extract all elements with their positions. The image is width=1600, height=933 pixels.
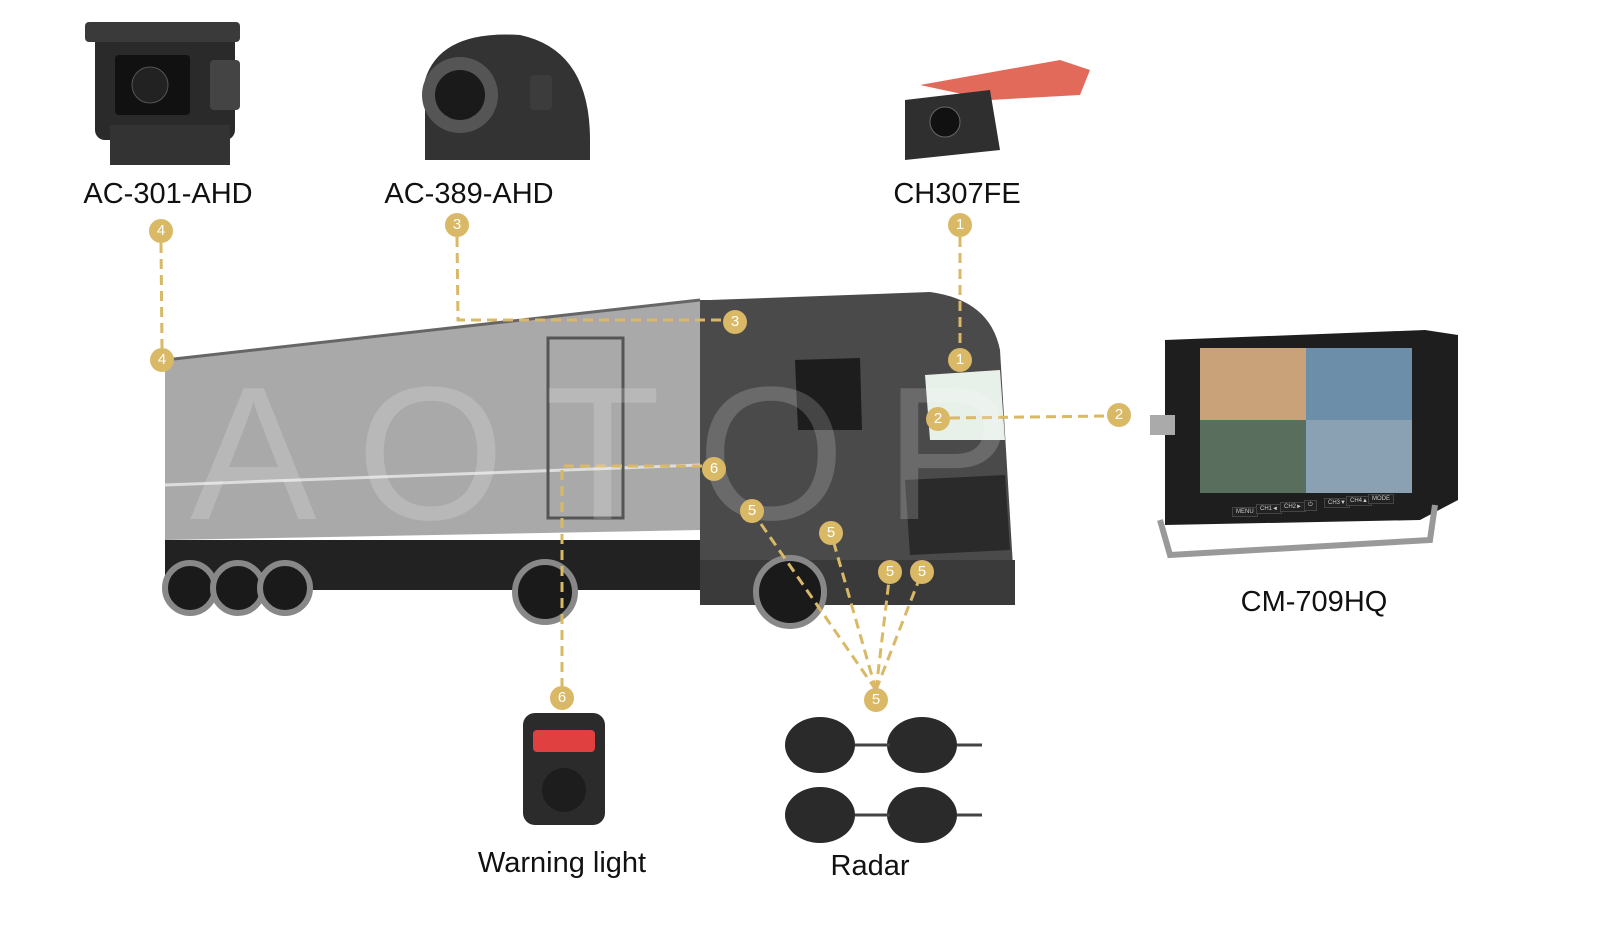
- label-warning-light: Warning light: [477, 847, 647, 879]
- camera-ac389-image: [422, 34, 590, 160]
- label-cm709hq: CM-709HQ: [1240, 586, 1388, 618]
- badge-5-truck-b: 5: [819, 521, 843, 545]
- label-ac389: AC-389-AHD: [384, 178, 554, 210]
- badge-5-truck-c: 5: [878, 560, 902, 584]
- badge-6-truck: 6: [702, 457, 726, 481]
- monitor-button-mode: MODE: [1368, 494, 1394, 504]
- monitor-button-power: ⏻: [1304, 500, 1317, 511]
- badge-5-truck-d: 5: [910, 560, 934, 584]
- label-ch307fe: CH307FE: [893, 178, 1021, 210]
- watermark: AOTOP: [190, 348, 1052, 560]
- badge-6-bottom: 6: [550, 686, 574, 710]
- label-radar: Radar: [830, 850, 910, 882]
- badge-2-truck: 2: [926, 407, 950, 431]
- monitor-image: [1150, 330, 1458, 559]
- label-ac301: AC-301-AHD: [83, 178, 253, 210]
- radar-sensors-image: [785, 717, 982, 843]
- monitor-button-menu: MENU: [1232, 507, 1258, 517]
- badge-5-bottom: 5: [864, 688, 888, 712]
- badge-3-truck: 3: [723, 310, 747, 334]
- monitor-button-ch1: CH1◄: [1256, 504, 1282, 514]
- badge-2-monitor: 2: [1107, 403, 1131, 427]
- connector-lines: [159, 236, 1108, 691]
- warning-light-image: [523, 713, 605, 825]
- camera-ch307fe-image: [905, 60, 1090, 160]
- badge-5-truck-a: 5: [740, 499, 764, 523]
- monitor-button-ch2: CH2►: [1280, 502, 1306, 512]
- badge-4-top: 4: [149, 219, 173, 243]
- badge-1-truck: 1: [948, 348, 972, 372]
- badge-3-top: 3: [445, 213, 469, 237]
- badge-4-truck: 4: [150, 348, 174, 372]
- camera-ac301-image: [85, 22, 240, 165]
- badge-1-top: 1: [948, 213, 972, 237]
